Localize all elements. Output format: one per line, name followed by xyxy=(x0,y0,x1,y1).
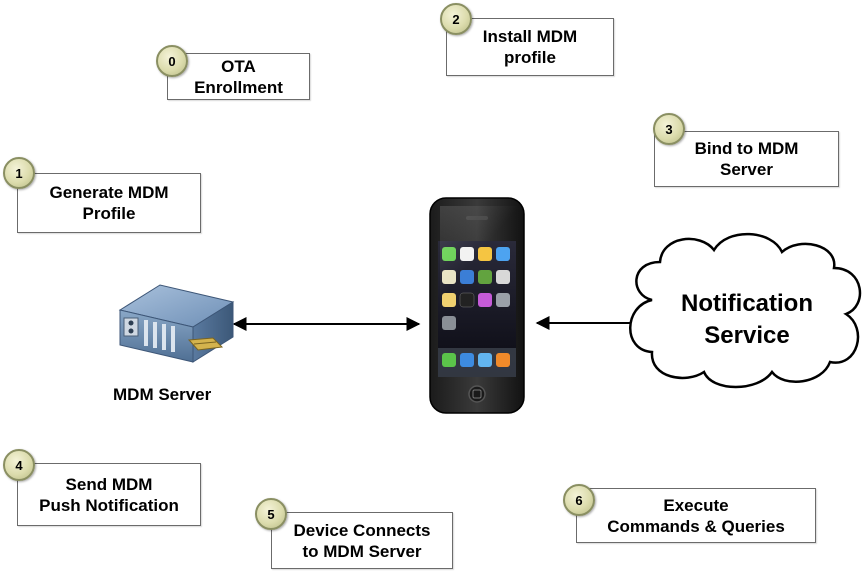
step-box-generate-mdm-profile: Generate MDM Profile xyxy=(17,173,201,233)
step-text: OTA Enrollment xyxy=(194,56,283,97)
cloud-label-line1: Notification xyxy=(681,290,813,317)
server-icon xyxy=(118,284,235,363)
step-text: Send MDM Push Notification xyxy=(39,474,179,515)
cloud-label-line2: Service xyxy=(704,322,790,349)
step-text: Generate MDM Profile xyxy=(49,183,169,223)
step-number-badge: 4 xyxy=(3,449,35,481)
step-box-send-mdm-push-notification: Send MDM Push Notification xyxy=(17,463,201,526)
step-number-badge: 1 xyxy=(3,157,35,189)
step-text: Execute Commands & Queries xyxy=(607,495,785,536)
server-label: MDM Server xyxy=(113,385,212,404)
step-number-badge: 2 xyxy=(440,3,472,35)
step-box-install-mdm-profile: Install MDM profile xyxy=(446,18,614,76)
step-box-execute-commands: Execute Commands & Queries xyxy=(576,488,816,543)
step-number-badge: 5 xyxy=(255,498,287,530)
step-box-bind-to-mdm-server: Bind to MDM Server xyxy=(654,131,839,187)
iphone-icon xyxy=(429,197,525,414)
step-number-badge: 0 xyxy=(156,45,188,77)
step-text: Bind to MDM Server xyxy=(694,139,799,179)
notification-service-cloud xyxy=(629,232,862,389)
step-box-ota-enrollment: OTA Enrollment xyxy=(167,53,310,100)
step-box-device-connects: Device Connects to MDM Server xyxy=(271,512,453,569)
step-text: Install MDM profile xyxy=(482,27,578,67)
step-number-badge: 6 xyxy=(563,484,595,516)
step-number-badge: 3 xyxy=(653,113,685,145)
step-text: Device Connects to MDM Server xyxy=(293,520,431,561)
